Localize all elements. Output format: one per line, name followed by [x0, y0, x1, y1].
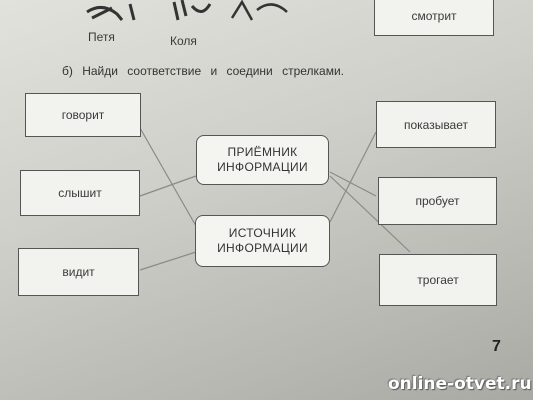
box-smotrit[interactable]: смотрит [374, 0, 494, 36]
line-trogaet [329, 175, 411, 253]
receiver-line1: ПРИЁМНИК [227, 145, 298, 159]
box-source[interactable]: ИСТОЧНИК ИНФОРМАЦИИ [195, 215, 330, 267]
name-kolya: Коля [170, 34, 197, 48]
receiver-line2: ИНФОРМАЦИИ [217, 160, 308, 174]
line-pokazyvaet [329, 131, 377, 223]
source-line2: ИНФОРМАЦИИ [217, 241, 308, 255]
line-govorit [139, 127, 197, 227]
watermark: online-otvet.ru [388, 374, 532, 394]
box-slyshit-label: слышит [58, 186, 102, 200]
box-vidit-label: видит [62, 265, 95, 279]
children-illustration [86, 0, 288, 21]
source-line1: ИСТОЧНИК [228, 226, 297, 240]
line-vidit [139, 251, 197, 271]
box-smotrit-label: смотрит [411, 9, 457, 23]
name-petya: Петя [88, 30, 115, 44]
box-govorit-label: говорит [61, 108, 105, 122]
box-trogaet[interactable]: трогает [379, 254, 497, 306]
box-receiver[interactable]: ПРИЁМНИК ИНФОРМАЦИИ [196, 135, 329, 185]
box-slyshit[interactable]: слышит [20, 170, 140, 216]
box-probuet[interactable]: пробует [378, 177, 497, 225]
box-govorit[interactable]: говорит [25, 93, 141, 137]
box-pokazyvaet[interactable]: показывает [376, 101, 496, 148]
box-vidit[interactable]: видит [18, 248, 139, 296]
box-probuet-label: пробует [415, 194, 460, 208]
box-trogaet-label: трогает [417, 273, 459, 287]
line-probuet [329, 171, 377, 197]
line-slyshit [139, 175, 197, 197]
task-instruction: б) Найди соответствие и соедини стрелкам… [62, 64, 345, 78]
box-pokazyvaet-label: показывает [403, 117, 469, 132]
page-number: 7 [492, 338, 501, 355]
